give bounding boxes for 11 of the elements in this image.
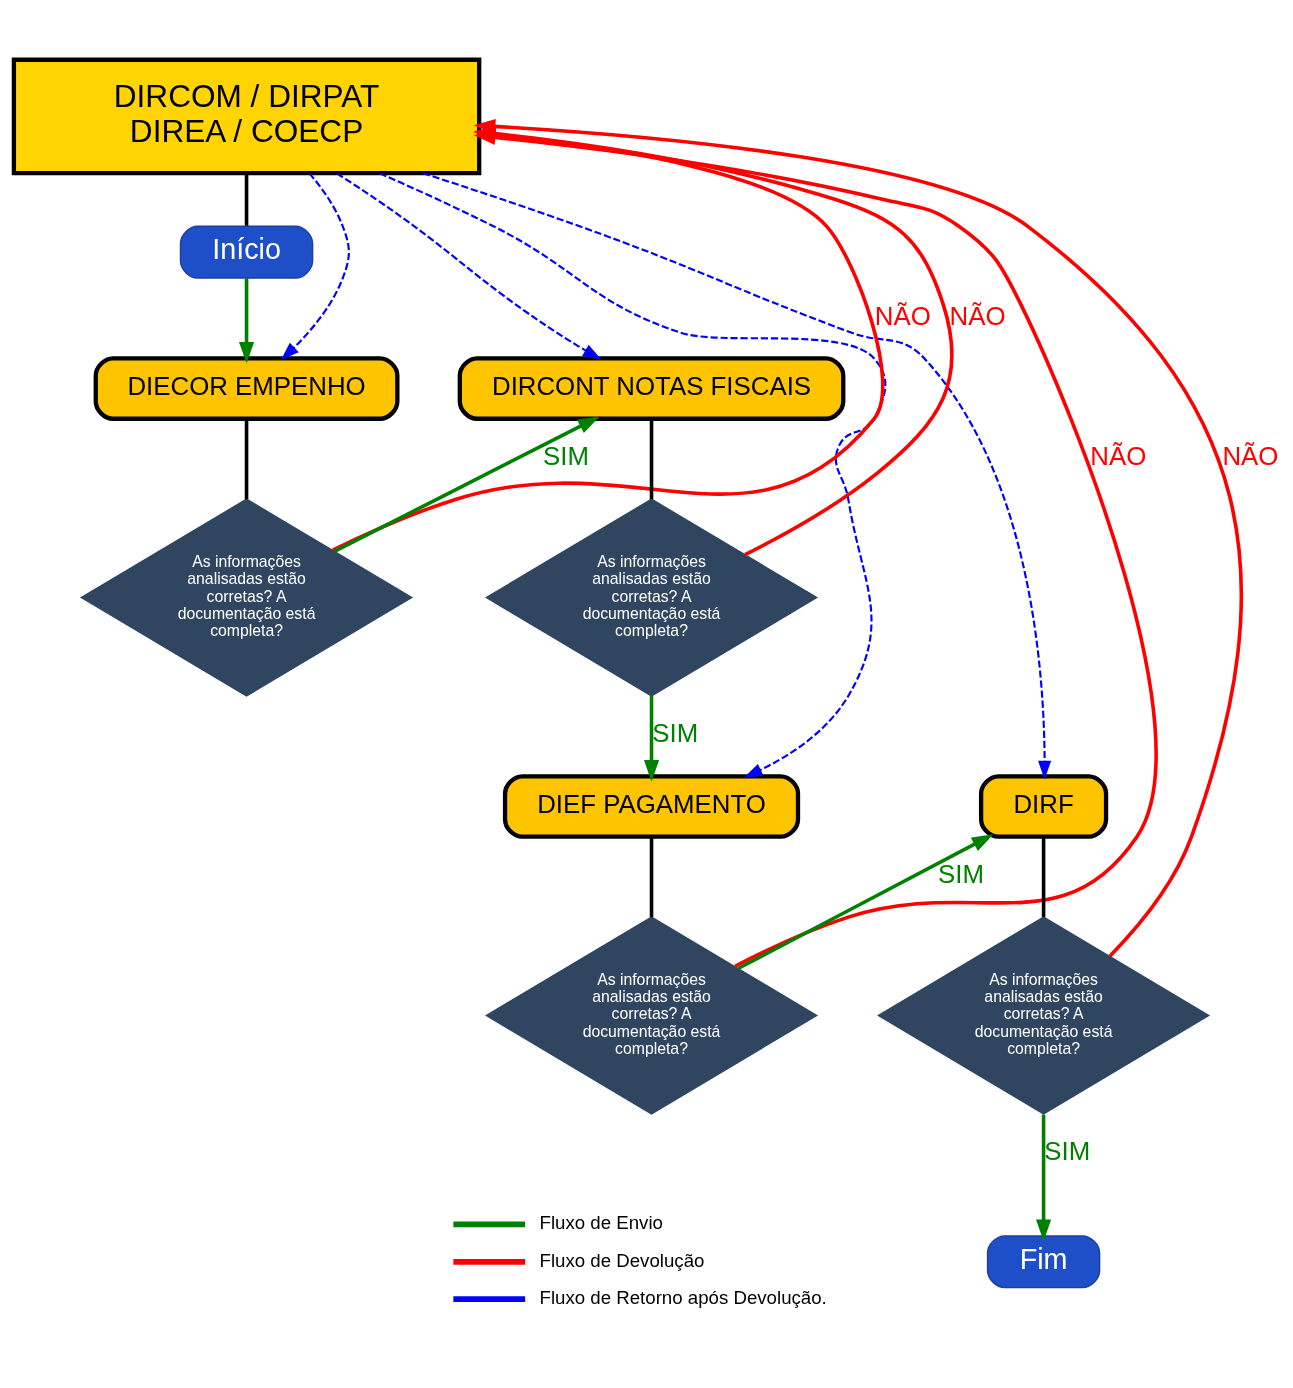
edge-label: SIM: [543, 441, 590, 470]
edge-label: NÃO: [1222, 441, 1279, 470]
edge-label: NÃO: [1090, 441, 1147, 470]
edge-label: NÃO: [874, 301, 931, 330]
legend-label: Fluxo de Envio: [539, 1211, 663, 1233]
legend-label: Fluxo de Devolução: [539, 1249, 705, 1271]
edge-label: SIM: [938, 859, 984, 888]
legend-label: Fluxo de Retorno após Devolução.: [539, 1286, 827, 1308]
edge-label: SIM: [652, 718, 699, 747]
edge-label: SIM: [1044, 1136, 1091, 1165]
edge-label: NÃO: [949, 301, 1006, 330]
